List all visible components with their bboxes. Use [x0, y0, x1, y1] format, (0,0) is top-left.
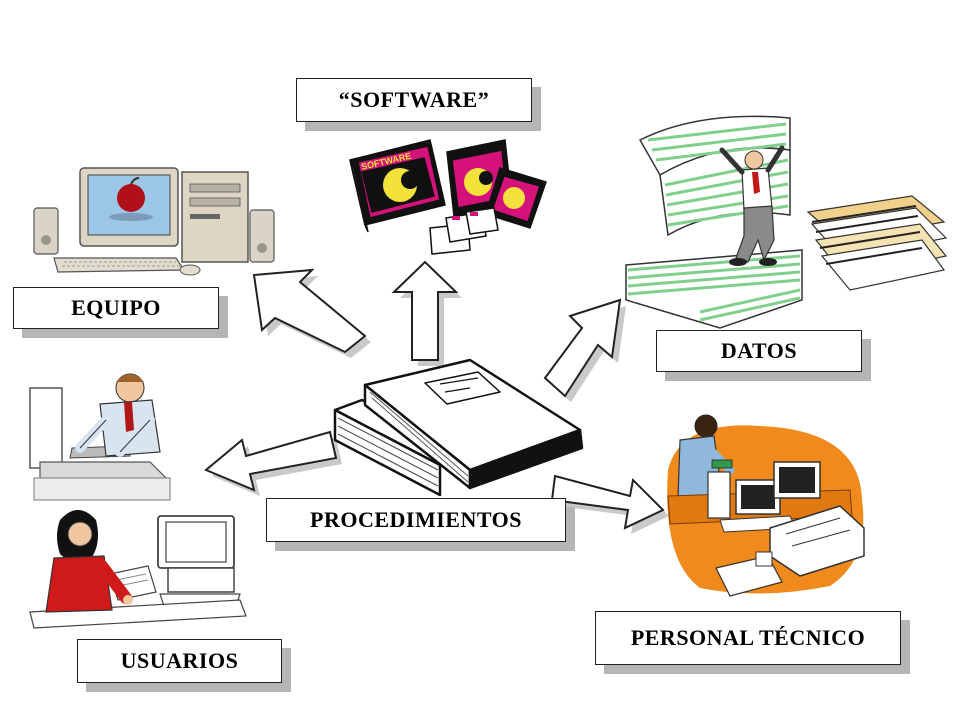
label-datos: DATOS: [656, 330, 862, 372]
label-personal-tecnico: PERSONAL TÉCNICO: [595, 611, 901, 665]
label-usuarios: USUARIOS: [77, 639, 282, 683]
arrows: [204, 260, 669, 534]
user-at-desk-icon: [29, 373, 171, 501]
woman-at-computer-icon: [29, 510, 247, 629]
arrow-to-datos: [543, 298, 626, 402]
label-procedimientos: PROCEDIMIENTOS: [266, 498, 566, 542]
arrow-to-personal: [550, 474, 669, 534]
software-boxes-icon: SOFTWARE: [349, 139, 547, 255]
computer-icon: [33, 167, 275, 276]
man-with-paper-icon: [719, 145, 785, 266]
paper-pile: [806, 195, 948, 291]
label-software: “SOFTWARE”: [296, 78, 532, 122]
arrow-to-software: [391, 260, 462, 366]
arrow-to-equipo: [252, 268, 371, 358]
data-paper-icon: [625, 115, 948, 329]
arrow-to-usuarios: [204, 430, 342, 496]
label-equipo: EQUIPO: [13, 287, 219, 329]
book-icon: [333, 358, 584, 497]
technician-icon: [667, 414, 865, 597]
